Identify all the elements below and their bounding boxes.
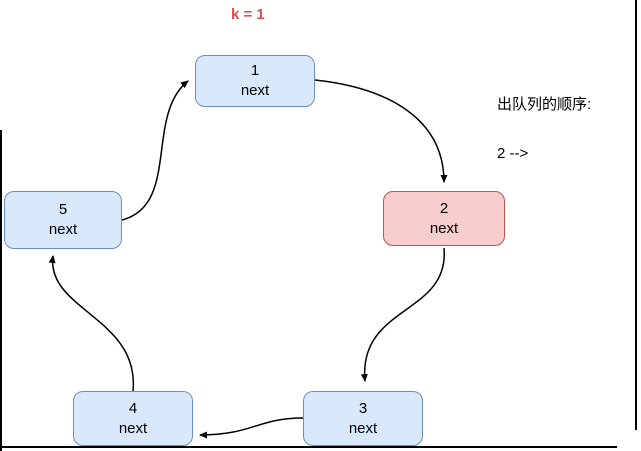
list-node-5: 5 next [4, 191, 122, 249]
node-next-label: next [240, 82, 270, 99]
node-next-label: next [48, 221, 78, 238]
list-node-4: 4 next [73, 391, 193, 446]
dequeue-order-heading: 出队列的顺序: [497, 96, 592, 113]
edge-3-to-4 [199, 417, 304, 439]
edge-1-to-2 [314, 79, 448, 183]
k-value-label: k = 1 [231, 6, 265, 23]
node-value: 1 [250, 62, 260, 79]
node-next-label: next [429, 219, 459, 237]
node-value: 2 [439, 199, 449, 217]
node-value: 5 [58, 201, 68, 218]
edge-4-to-5 [48, 255, 134, 392]
edge-5-to-1 [121, 80, 189, 221]
edge-2-to-3 [360, 247, 445, 382]
node-value: 4 [128, 399, 138, 417]
list-node-2: 2 next [383, 191, 505, 246]
node-next-label: next [348, 419, 378, 437]
node-value: 3 [358, 399, 368, 417]
list-node-3: 3 next [303, 391, 423, 446]
list-node-1: 1 next [195, 55, 315, 107]
dequeue-sequence: 2 --> [497, 145, 529, 162]
node-next-label: next [118, 419, 148, 437]
